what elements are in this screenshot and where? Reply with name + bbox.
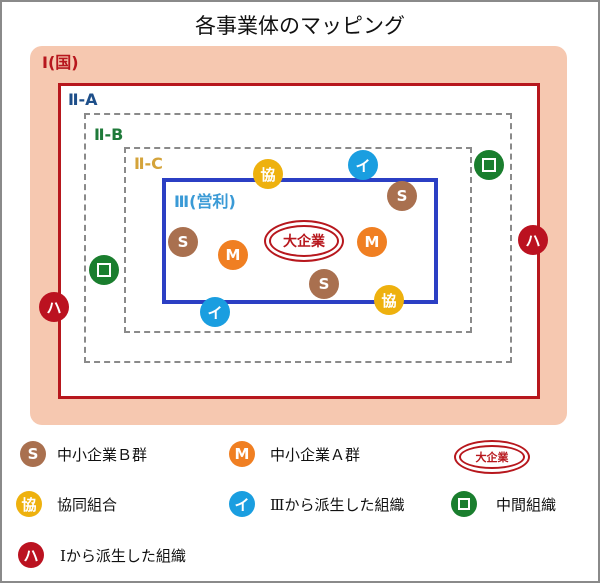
sme-b-marker: S [168, 227, 198, 257]
derived-from-3-marker: イ [348, 150, 378, 180]
large-enterprise-marker: 大企業 [264, 220, 344, 262]
derived-from-3-marker: イ [200, 297, 230, 327]
region-2c-label: Ⅱ-C [134, 154, 163, 173]
legend-large-enterprise-label: 大企業 [475, 451, 509, 464]
region-3-label: Ⅲ(営利) [174, 192, 236, 211]
region-2c-box [124, 147, 472, 333]
sme-a-marker: M [218, 240, 248, 270]
sme-b-marker: S [309, 269, 339, 299]
sme-a-marker: M [357, 227, 387, 257]
region-1-label: Ⅰ(国) [42, 53, 79, 72]
legend-sme-b-icon: S [20, 441, 46, 467]
region-3-box [162, 178, 438, 304]
derived-from-1-marker: ハ [518, 225, 548, 255]
legend-sme-b-label: 中小企業Ｂ群 [57, 446, 148, 464]
legend-cooperative-label: 協同組合 [57, 496, 118, 514]
intermediate-org-marker [474, 150, 504, 180]
legend-sme-a-icon: M [229, 441, 255, 467]
diagram-title: 各事業体のマッピング [195, 14, 405, 38]
region-2a-label: Ⅱ-A [68, 90, 98, 109]
legend-derived-1-label: Ⅰから派生した組織 [60, 547, 186, 565]
legend-sme-a-label: 中小企業Ａ群 [270, 446, 361, 464]
cooperative-marker: 協 [374, 285, 404, 315]
legend-derived-3-label: Ⅲから派生した組織 [270, 496, 405, 514]
legend-derived-3-icon: イ [229, 491, 255, 517]
legend-intermediate-icon [451, 491, 477, 517]
region-2b-box [84, 113, 512, 363]
large-enterprise-text: 大企業 [283, 234, 325, 250]
region-2b-label: Ⅱ-B [94, 125, 124, 144]
legend-derived-1-icon: ハ [18, 542, 44, 568]
derived-from-1-marker: ハ [39, 292, 69, 322]
legend-intermediate-label: 中間組織 [496, 496, 557, 514]
legend-cooperative-icon: 協 [16, 491, 42, 517]
sme-b-marker: S [387, 181, 417, 211]
intermediate-org-marker [89, 255, 119, 285]
legend-large-enterprise-icon: 大企業 [454, 440, 530, 474]
cooperative-marker: 協 [253, 159, 283, 189]
